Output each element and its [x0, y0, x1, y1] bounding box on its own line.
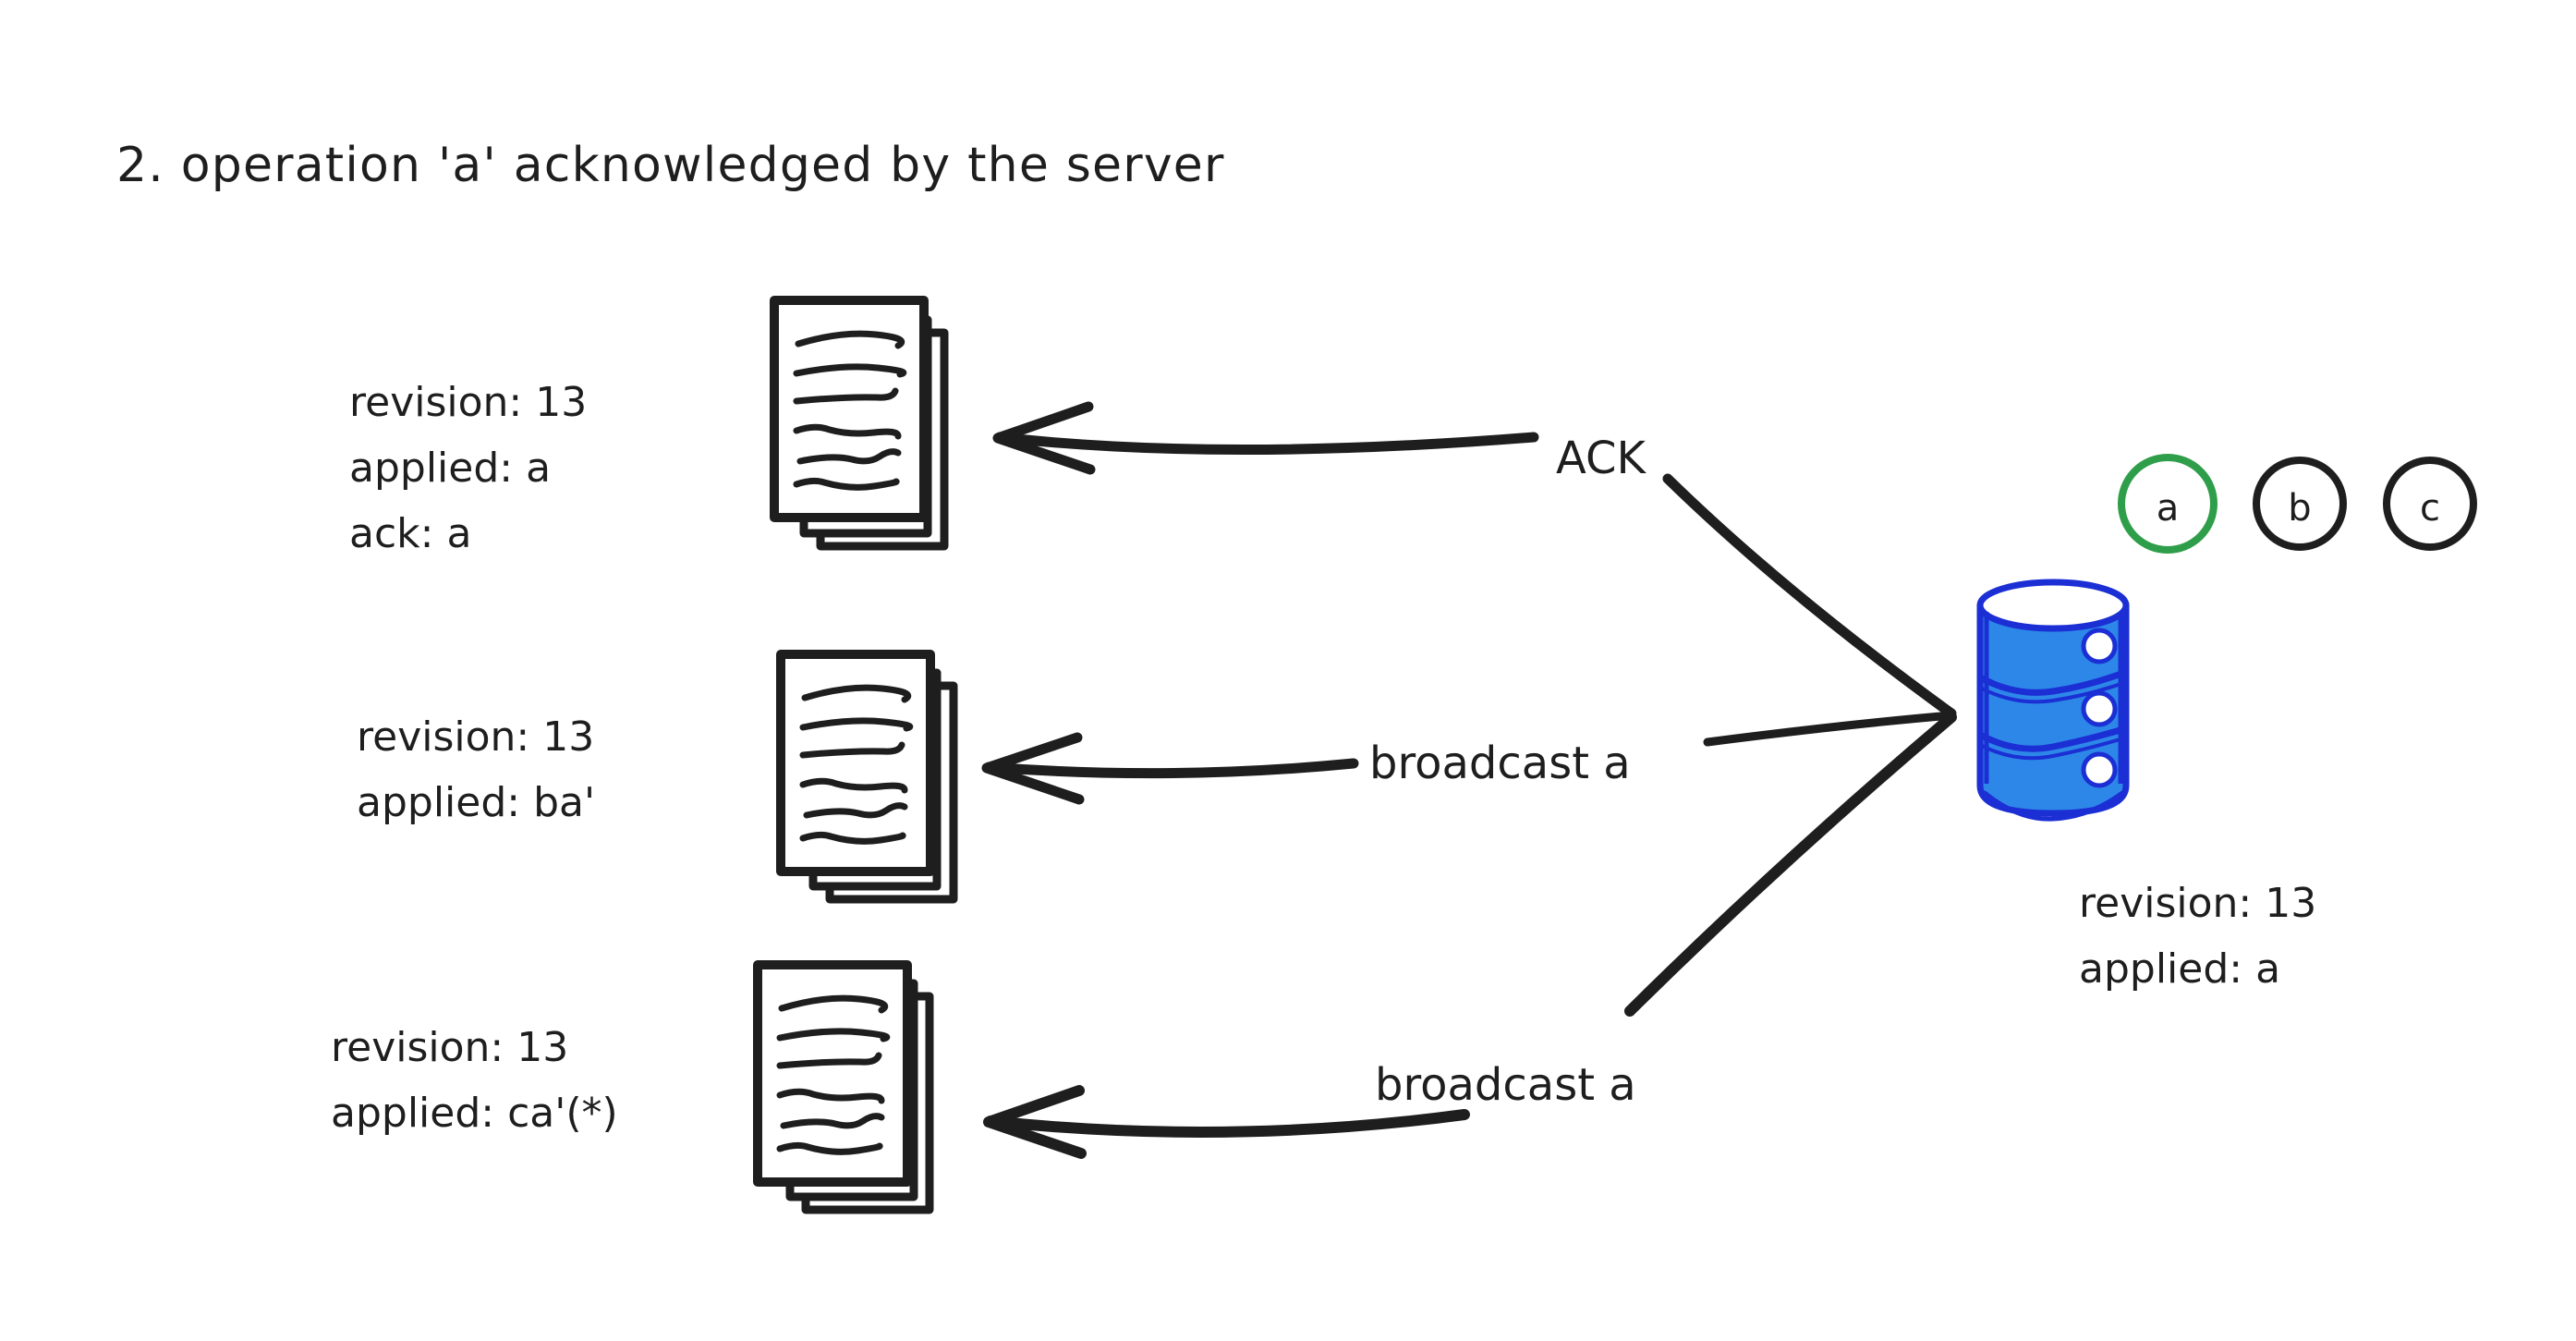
server-revision: revision: 13	[2079, 880, 2316, 927]
client-3-revision: revision: 13	[331, 1024, 568, 1071]
arrow-broadcast-1-label: broadcast a	[1369, 738, 1631, 789]
client-2-group: revision: 13 applied: ba'	[357, 650, 958, 904]
client-3-document-stack-icon	[753, 960, 934, 1214]
arrow-ack: ACK	[992, 401, 1957, 719]
arrow-broadcast-2-label: broadcast a	[1375, 1059, 1636, 1111]
arrow-ack-label: ACK	[1556, 433, 1647, 484]
client-1-labels: revision: 13 applied: a ack: a	[349, 379, 587, 557]
operation-bubbles: a b c	[2118, 454, 2477, 554]
operation-bubble-c-label: c	[2420, 487, 2440, 530]
server-group: revision: 13 applied: a	[1976, 579, 2316, 993]
client-1-applied: applied: a	[349, 445, 551, 492]
database-cylinder-icon	[1976, 579, 2130, 822]
server-applied: applied: a	[2079, 945, 2280, 993]
client-3-applied: applied: ca'(*)	[331, 1090, 618, 1137]
operation-bubble-a[interactable]: a	[2118, 454, 2218, 554]
operation-bubble-a-label: a	[2157, 487, 2180, 530]
page-title: 2. operation 'a' acknowledged by the ser…	[116, 138, 1225, 193]
client-1-group: revision: 13 applied: a ack: a	[349, 296, 949, 557]
client-2-applied: applied: ba'	[357, 779, 595, 826]
server-labels: revision: 13 applied: a	[2079, 880, 2316, 993]
operation-bubble-b[interactable]: b	[2253, 457, 2347, 551]
arrow-broadcast-1: broadcast a	[981, 711, 1956, 805]
client-3-group: revision: 13 applied: ca'(*)	[331, 960, 934, 1214]
client-2-revision: revision: 13	[357, 713, 594, 761]
client-3-labels: revision: 13 applied: ca'(*)	[331, 1024, 618, 1137]
operation-bubble-c[interactable]: c	[2383, 457, 2477, 551]
operation-bubble-b-label: b	[2288, 487, 2311, 530]
client-1-document-stack-icon	[770, 296, 949, 551]
arrow-broadcast-2: broadcast a	[983, 712, 1957, 1159]
client-1-ack: ack: a	[349, 510, 471, 557]
client-2-document-stack-icon	[776, 650, 958, 904]
client-1-revision: revision: 13	[349, 379, 587, 426]
client-2-labels: revision: 13 applied: ba'	[357, 713, 595, 826]
